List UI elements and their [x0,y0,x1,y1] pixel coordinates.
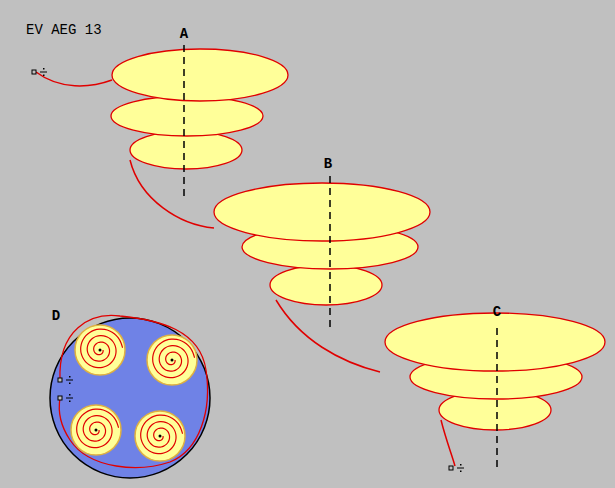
coil-turn [112,49,288,101]
wire [36,72,112,86]
terminal-symbol [58,394,73,402]
part-label: A [180,26,188,42]
coil-cone [214,176,430,330]
coil-top-view [71,405,121,455]
coil-top-view [75,325,125,375]
terminal-symbol [32,68,47,76]
diagram-title: EV AEG 13 [26,22,102,38]
coil-turn [111,96,263,136]
coil-cone [111,45,288,196]
coil-axis [183,45,185,196]
coil-top-view [135,411,185,461]
part-label: B [324,156,332,172]
part-label: C [493,304,501,320]
wire [59,315,207,467]
wire [130,160,214,228]
terminal-symbol [449,464,464,472]
coil-turn [130,131,242,169]
coil-turn [214,183,430,241]
wire [441,420,455,466]
coil-turn [270,265,382,305]
coil-turn [385,313,605,371]
wire [276,300,380,372]
coil-axis [496,328,498,472]
part-label: D [52,308,60,324]
coil-cone [385,313,605,472]
coil-top-view [147,335,197,385]
terminal-symbol [58,376,73,384]
coil-axis [329,176,331,330]
top-view-disc [50,315,210,478]
